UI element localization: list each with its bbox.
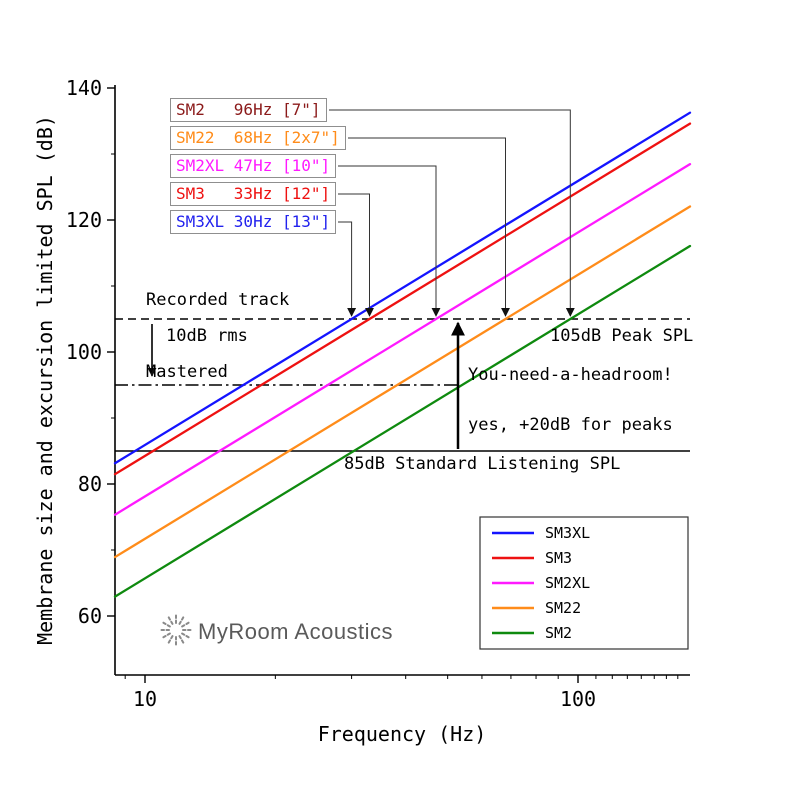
series-line-SM22: [113, 205, 692, 559]
callout-leader-SM2: [329, 109, 575, 317]
logo-burst-ray: [181, 620, 192, 628]
callout-SM22: SM22 68Hz [2x7"]: [170, 126, 346, 150]
y-tick-label: 100: [66, 340, 102, 364]
logo-burst-icon: [158, 612, 194, 648]
headroom-label-2: yes, +20dB for peaks: [468, 415, 673, 435]
legend-label-SM22: SM22: [545, 599, 581, 617]
logo-burst-ray: [166, 614, 174, 625]
callout-SM2: SM2 96Hz [7"]: [170, 98, 327, 122]
logo-text: MyRoom Acoustics: [198, 619, 393, 644]
mastered-label: Mastered: [146, 362, 228, 382]
y-tick-label: 120: [66, 208, 102, 232]
series-line-SM3: [113, 122, 692, 476]
callout-SM2XL: SM2XL 47Hz [10"]: [170, 154, 337, 178]
peak-spl-label: 105dB Peak SPL: [550, 326, 693, 346]
logo-burst-ray: [160, 620, 171, 628]
logo-burst-ray: [160, 632, 171, 640]
static-annotations: Recorded track 10dB rms Mastered 105dB P…: [33, 115, 693, 746]
legend-label-SM2: SM2: [545, 624, 572, 642]
logo-burst-ray: [178, 635, 186, 646]
callout-leader-SM3XL: [338, 221, 357, 317]
y-axis-title: Membrane size and excursion limited SPL …: [33, 115, 57, 645]
legend-label-SM3: SM3: [545, 549, 572, 567]
series-line-SM2XL: [113, 162, 692, 516]
legend-label-SM3XL: SM3XL: [545, 524, 590, 542]
series-line-SM3XL: [113, 111, 692, 465]
y-tick-label: 60: [78, 604, 102, 628]
legend-label-SM2XL: SM2XL: [545, 574, 590, 592]
recorded-track-label: Recorded track: [146, 290, 289, 310]
x-tick-label: 100: [560, 687, 596, 711]
callout-SM3: SM3 33Hz [12"]: [170, 182, 337, 206]
rms-label: 10dB rms: [166, 326, 248, 346]
listening-spl-label: 85dB Standard Listening SPL: [344, 454, 620, 474]
y-tick-label: 80: [78, 472, 102, 496]
y-tick-label: 140: [66, 76, 102, 100]
reference-lines: [115, 318, 690, 452]
logo-burst-ray: [166, 635, 174, 646]
series-line-SM2: [113, 244, 692, 598]
callout-leader-SM3: [338, 193, 374, 317]
callout-leaders: [329, 109, 575, 317]
x-tick-label: 10: [133, 687, 157, 711]
callout-leader-SM2XL: [338, 165, 441, 317]
series-lines: [113, 111, 692, 598]
axes: 60 80 100 120 140 10 100: [66, 76, 690, 711]
x-axis-title: Frequency (Hz): [318, 722, 487, 746]
headroom-label-1: You-need-a-headroom!: [468, 365, 673, 385]
callout-SM3XL: SM3XL 30Hz [13"]: [170, 210, 337, 234]
logo-burst-ray: [181, 632, 192, 640]
callout-leader-SM22: [348, 137, 510, 317]
logo-burst-ray: [178, 614, 186, 625]
